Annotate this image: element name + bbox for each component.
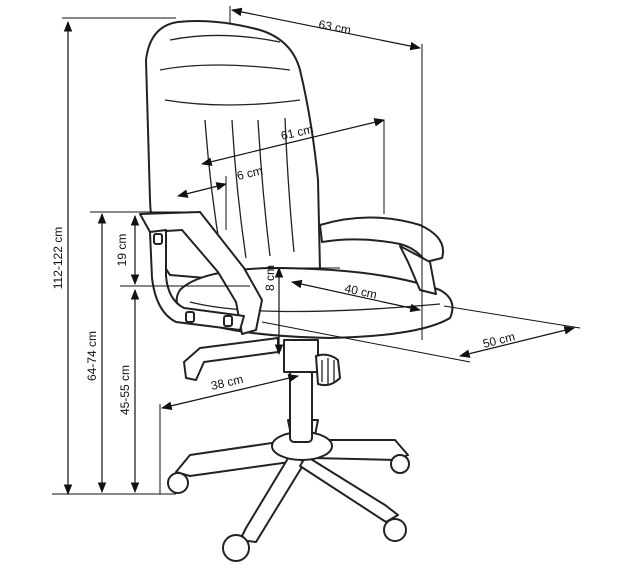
dimension-lines: [52, 6, 581, 496]
dim-line-lumbar-depth: [176, 182, 228, 198]
dim-line-width-total: [230, 7, 422, 51]
label-total-height: 112-122 cm: [51, 227, 65, 289]
dim-line-base-radius: [160, 374, 300, 410]
chair-casters: [167, 454, 410, 562]
label-width-total: 63 cm: [317, 17, 352, 37]
label-seat-width: 40 cm: [343, 281, 378, 301]
gas-cylinder: [283, 339, 341, 443]
backrest: [145, 20, 321, 281]
dim-line-backrest-width: [200, 118, 386, 166]
dim-line-seat-depth: [458, 326, 576, 358]
chair-drawing: [139, 20, 454, 562]
label-armrest-floor-height: 64-74 cm: [85, 331, 99, 381]
label-lumbar-depth: 6 cm: [236, 163, 264, 182]
left-armrest: [139, 211, 263, 335]
label-armrest-height: 19 cm: [115, 234, 129, 267]
dim-line-seat-width: [290, 279, 422, 313]
label-seat-height: 45-55 cm: [118, 365, 132, 415]
label-seat-depth: 50 cm: [481, 329, 516, 350]
right-armrest: [319, 216, 444, 295]
label-seat-thickness: 8 cm: [263, 265, 277, 291]
